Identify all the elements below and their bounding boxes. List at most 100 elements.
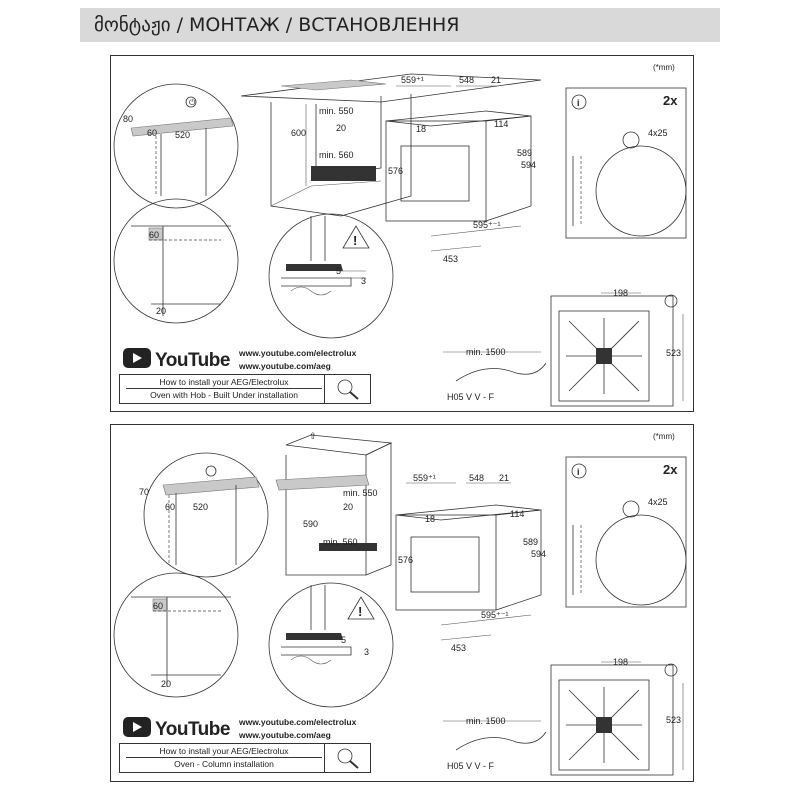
column-diagram: (*mm) ⇧ min. 550 20 min. 560 590 70 60 5… bbox=[113, 431, 687, 776]
dim-60a: 60 bbox=[147, 128, 157, 138]
video-caption-box[interactable]: How to install your AEG/Electrolux Oven … bbox=[119, 743, 371, 773]
mounting-detail-box: i 2x 4x25 bbox=[565, 87, 687, 239]
cabinet-drawing: ⇧ min. 550 20 min. 560 590 bbox=[275, 431, 393, 576]
dim-576: 576 bbox=[388, 166, 403, 176]
hob-top-view: 198 523 bbox=[550, 657, 684, 776]
dim-523: 523 bbox=[666, 348, 681, 358]
dim-18: 18 bbox=[416, 124, 426, 134]
dim-60b: 60 bbox=[153, 601, 163, 611]
youtube-link-aeg[interactable]: www.youtube.com/aeg bbox=[238, 730, 331, 740]
dim-590: 590 bbox=[303, 519, 318, 529]
youtube-link-electrolux[interactable]: www.youtube.com/electrolux bbox=[238, 348, 357, 358]
dim-min560: min. 560 bbox=[323, 537, 358, 547]
detail-circle-side: 60 20 bbox=[113, 198, 239, 324]
info-icon bbox=[571, 463, 587, 479]
warning-icon: ! bbox=[353, 233, 357, 248]
dim-3: 3 bbox=[361, 276, 366, 286]
caption-line-1: How to install your AEG/Electrolux bbox=[126, 377, 322, 389]
dim-20a: 20 bbox=[336, 123, 346, 133]
unit-note: (*mm) bbox=[653, 63, 675, 72]
dim-70: 70 bbox=[139, 487, 149, 497]
cabinet-drawing: min. 550 20 min. 560 600 bbox=[240, 73, 542, 217]
quantity-label: 2x bbox=[663, 93, 678, 108]
info-icon bbox=[571, 94, 587, 110]
arrow-up-icon: ⇧ bbox=[309, 431, 317, 441]
dim-198: 198 bbox=[613, 288, 628, 298]
built-under-diagram: (*mm) min. 550 20 min. 560 600 ⏻ 80 60 5… bbox=[113, 63, 687, 407]
installation-panel-built-under: (*mm) min. 550 20 min. 560 600 ⏻ 80 60 5… bbox=[110, 55, 694, 412]
dim-60a: 60 bbox=[165, 502, 175, 512]
magnifier-icon[interactable] bbox=[324, 744, 370, 772]
dim-453: 453 bbox=[451, 643, 466, 653]
dim-114: 114 bbox=[494, 119, 508, 129]
dim-453: 453 bbox=[443, 254, 458, 264]
installation-panel-column: (*mm) ⇧ min. 550 20 min. 560 590 70 60 5… bbox=[110, 424, 694, 782]
detail-circle-top: 70 60 520 bbox=[139, 452, 269, 578]
youtube-logo: YouTube bbox=[123, 717, 230, 740]
caption-line-2: Oven - Column installation bbox=[174, 759, 274, 769]
quantity-label: 2x bbox=[663, 462, 678, 477]
dim-20a: 20 bbox=[343, 502, 353, 512]
dim-5: 5 bbox=[341, 635, 346, 645]
dim-600: 600 bbox=[291, 128, 306, 138]
dim-min550: min. 550 bbox=[343, 488, 378, 498]
dim-523: 523 bbox=[666, 715, 681, 725]
dim-20b: 20 bbox=[161, 679, 171, 689]
dim-18: 18 bbox=[425, 514, 435, 524]
magnifier-icon[interactable] bbox=[324, 375, 370, 403]
dim-548: 548 bbox=[459, 75, 474, 85]
dim-min1500: min. 1500 bbox=[466, 716, 506, 726]
screw-size: 4x25 bbox=[648, 128, 668, 138]
detail-circle-warning: ! 5 3 bbox=[268, 213, 394, 339]
dim-min550: min. 550 bbox=[319, 106, 354, 116]
screw-size: 4x25 bbox=[648, 497, 668, 507]
dim-198: 198 bbox=[613, 657, 628, 667]
detail-circle-side: 60 20 bbox=[113, 572, 239, 698]
dim-80: 80 bbox=[123, 114, 133, 124]
dim-594: 594 bbox=[531, 549, 546, 559]
svg-text:i: i bbox=[577, 467, 580, 477]
page-title: მონტაჟი / МОНТАЖ / ВСТАНОВЛЕННЯ bbox=[94, 14, 460, 36]
dim-min560: min. 560 bbox=[319, 150, 354, 160]
dim-589: 589 bbox=[523, 537, 538, 547]
youtube-brand: YouTube bbox=[155, 719, 230, 740]
dim-594: 594 bbox=[521, 160, 536, 170]
unit-note-2: (*mm) bbox=[653, 432, 675, 441]
mounting-detail-box: i 2x 4x25 bbox=[565, 456, 687, 608]
dim-60b: 60 bbox=[149, 230, 159, 240]
cable-type: H05 V V - F bbox=[447, 761, 495, 771]
dim-559: 559⁺¹ bbox=[401, 75, 424, 85]
cable-drawing: min. 1500 H05 V V - F bbox=[443, 716, 547, 771]
dim-5: 5 bbox=[336, 266, 341, 276]
dim-548: 548 bbox=[469, 473, 484, 483]
dim-20b: 20 bbox=[156, 306, 166, 316]
svg-text:i: i bbox=[577, 98, 580, 108]
oven-dimensions-drawing: 559⁺¹ 548 21 18 576 114 589 594 595⁺⁻¹ 4… bbox=[395, 473, 546, 653]
detail-circle-top: ⏻ 80 60 520 bbox=[113, 83, 239, 209]
dim-3: 3 bbox=[364, 647, 369, 657]
youtube-brand: YouTube bbox=[155, 350, 230, 371]
dim-114: 114 bbox=[510, 509, 524, 519]
oven-dimensions-drawing: 559⁺¹ 548 21 18 576 114 589 594 595⁺⁻¹ 4… bbox=[385, 75, 536, 264]
dim-576: 576 bbox=[398, 555, 413, 565]
dim-595: 595⁺⁻¹ bbox=[473, 220, 501, 230]
dim-559: 559⁺¹ bbox=[413, 473, 436, 483]
cable-drawing: min. 1500 H05 V V - F bbox=[443, 347, 547, 402]
dim-min1500: min. 1500 bbox=[466, 347, 506, 357]
dim-520: 520 bbox=[193, 502, 208, 512]
dim-21: 21 bbox=[499, 473, 509, 483]
hob-top-view: 198 523 bbox=[550, 288, 684, 407]
youtube-link-aeg[interactable]: www.youtube.com/aeg bbox=[238, 361, 331, 371]
youtube-link-electrolux[interactable]: www.youtube.com/electrolux bbox=[238, 717, 357, 727]
dim-595: 595⁺⁻¹ bbox=[481, 610, 509, 620]
detail-circle-warning: ! 5 3 bbox=[268, 582, 394, 708]
video-caption-box[interactable]: How to install your AEG/Electrolux Oven … bbox=[119, 374, 371, 404]
caption-line-2: Oven with Hob - Built Under installation bbox=[150, 390, 298, 400]
caption-line-1: How to install your AEG/Electrolux bbox=[126, 746, 322, 758]
warning-icon: ! bbox=[358, 604, 362, 619]
cable-type: H05 V V - F bbox=[447, 392, 495, 402]
dim-520: 520 bbox=[175, 130, 190, 140]
dim-589: 589 bbox=[517, 148, 532, 158]
youtube-logo: YouTube bbox=[123, 348, 230, 371]
dim-21: 21 bbox=[491, 75, 501, 85]
